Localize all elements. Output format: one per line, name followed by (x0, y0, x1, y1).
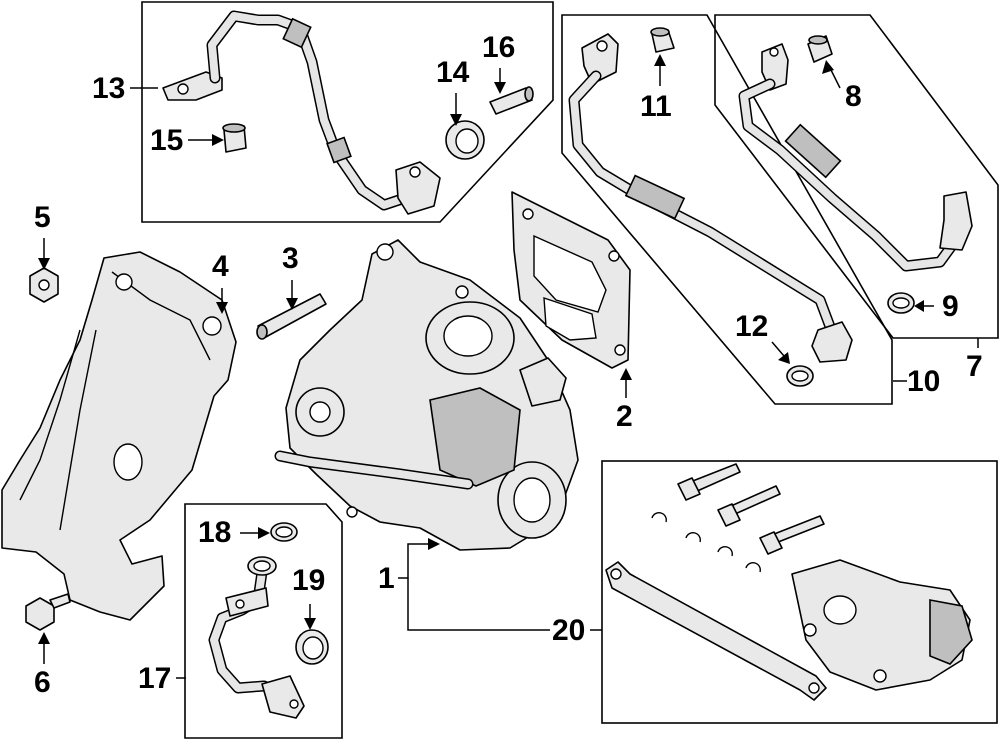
group-frame-7 (714, 14, 999, 339)
callout-4: 4 (212, 250, 229, 283)
part-10-oil-return-tube (568, 33, 853, 363)
part-4-heat-shield (1, 251, 237, 621)
part-1-turbocharger (274, 239, 579, 551)
part-7-coolant-tube (738, 43, 973, 272)
part-6-bolt (25, 593, 71, 631)
part-14-gasket-ring (445, 120, 485, 160)
part-5-nut (29, 267, 59, 303)
part-18-o-ring (270, 522, 298, 542)
part-17-oil-drain-tube (208, 556, 305, 719)
callout-14: 14 (436, 56, 470, 89)
leader-lines (38, 54, 979, 679)
callout-20: 20 (552, 614, 586, 647)
part-15-nut (222, 123, 247, 153)
callout-16: 16 (482, 31, 516, 64)
part-3-stud (256, 293, 327, 340)
callout-10: 10 (907, 365, 941, 398)
callout-3: 3 (282, 242, 299, 275)
part-12-o-ring (786, 365, 814, 387)
part-8-nut (807, 35, 833, 63)
part-2-turbo-gasket (511, 191, 631, 369)
part-16-fitting (489, 86, 534, 115)
callout-9: 9 (942, 290, 959, 323)
callout-1: 1 (378, 562, 395, 595)
callout-13: 13 (92, 72, 126, 105)
group-frame-13 (141, 1, 554, 223)
callout-17: 17 (138, 662, 172, 695)
callout-7: 7 (966, 350, 983, 383)
callout-11: 11 (640, 90, 672, 123)
part-9-o-ring (887, 292, 915, 314)
callout-12: 12 (735, 310, 769, 343)
part-13-oil-feed-line (162, 10, 441, 215)
callout-18: 18 (198, 516, 232, 549)
group-frame-20 (601, 460, 998, 724)
part-11-nut (650, 27, 675, 53)
group-frame-17 (184, 503, 343, 739)
part-20-actuator-kit (605, 463, 973, 701)
group-frame-10 (561, 14, 893, 405)
callout-15: 15 (150, 124, 184, 157)
callout-8: 8 (845, 80, 862, 113)
callout-19: 19 (292, 564, 326, 597)
callout-5: 5 (34, 201, 51, 234)
part-19-gasket-ring (295, 629, 329, 665)
callout-6: 6 (34, 666, 51, 699)
callout-2: 2 (616, 400, 633, 433)
